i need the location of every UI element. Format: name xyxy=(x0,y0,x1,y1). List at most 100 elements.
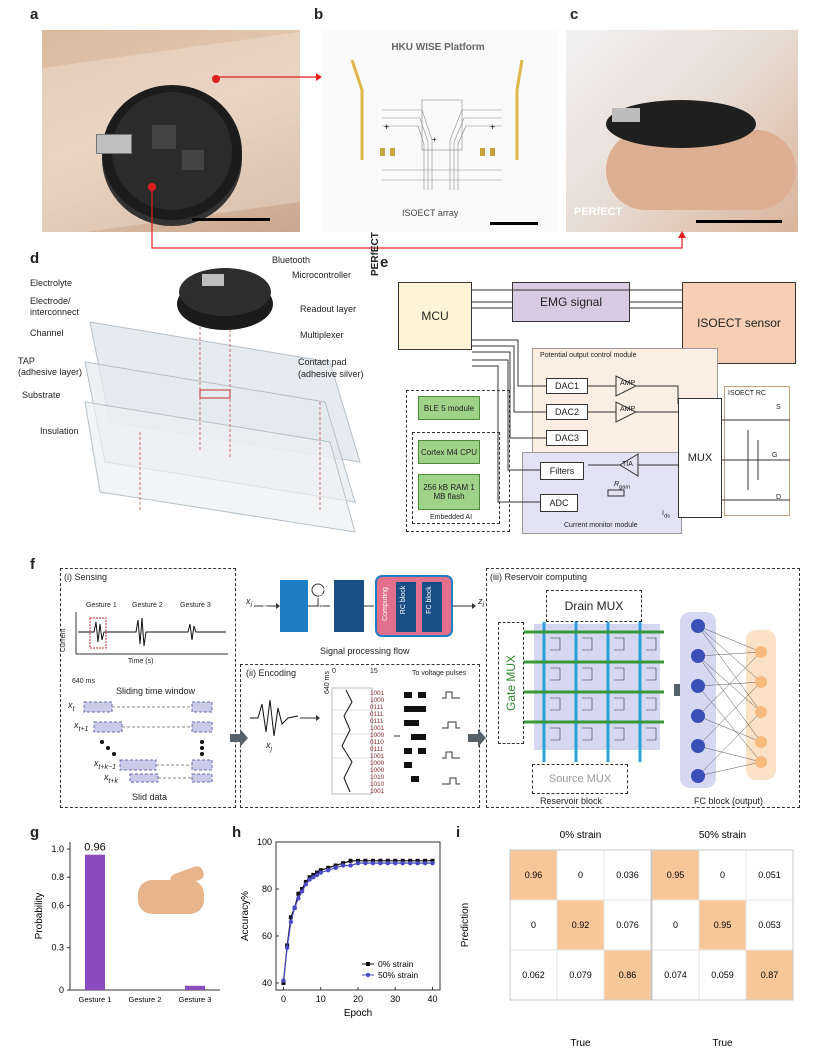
data-point xyxy=(340,863,346,868)
legend-label: 50% strain xyxy=(378,970,418,980)
emg-block: EMG signal xyxy=(512,282,630,322)
photo-wrist-device xyxy=(42,30,300,232)
x-t-label: xt xyxy=(68,700,75,713)
matrix-cell xyxy=(745,949,794,1001)
tia-label: TIA xyxy=(622,461,633,468)
data-point xyxy=(284,945,290,950)
sensing-title: (i) Sensing xyxy=(64,572,108,582)
y-axis-label: Probability xyxy=(34,893,45,940)
to-voltage-label: To voltage pulses xyxy=(412,670,467,677)
flow-block-rc: RC block xyxy=(400,585,407,615)
label-readout-layer: Readout layer xyxy=(300,304,357,314)
block-wiring xyxy=(472,289,790,503)
ms640-label: 640 ms xyxy=(72,678,95,685)
data-point xyxy=(303,879,308,884)
panel-label-c: c xyxy=(570,6,579,23)
gesture-hand-image xyxy=(138,880,204,914)
bar xyxy=(85,854,105,990)
adc-block: ADC xyxy=(540,494,578,512)
label-microcontroller: Microcontroller xyxy=(292,270,352,280)
matrix-cell xyxy=(603,849,652,901)
cell-value: 0.079 xyxy=(569,970,592,980)
bar xyxy=(185,985,205,990)
data-point xyxy=(370,858,375,863)
enc-0-label: 0 xyxy=(332,668,336,675)
chip xyxy=(182,150,204,170)
data-point xyxy=(333,865,338,871)
current-axis-label: Current xyxy=(60,628,67,652)
cell-value: 0 xyxy=(720,870,725,880)
usb-port xyxy=(96,134,132,154)
cell-value: 0.96 xyxy=(525,870,543,880)
flow-title: Signal processing flow xyxy=(320,646,410,656)
data-point xyxy=(281,978,286,983)
data-point xyxy=(400,860,405,866)
data-point xyxy=(415,858,420,863)
y-tick-label: 40 xyxy=(262,978,272,988)
data-point xyxy=(408,858,413,863)
side-label-perfect: PERfECT xyxy=(370,232,381,276)
label-bluetooth: Bluetooth xyxy=(272,255,311,265)
x-tick-label: 20 xyxy=(353,994,363,1004)
platform-label: HKU WISE Platform xyxy=(391,42,485,53)
label-multiplexer: Multiplexer xyxy=(300,330,344,340)
data-point xyxy=(311,872,316,877)
exploded-layer-diagram xyxy=(84,268,361,533)
data-point xyxy=(363,860,368,866)
data-point xyxy=(355,860,361,866)
y-tick-label: 1.0 xyxy=(51,844,64,854)
embedded-ai-region xyxy=(406,390,510,532)
data-point xyxy=(378,858,383,863)
cell-value: 0.074 xyxy=(664,970,687,980)
photo-finger-device: PERfECT xyxy=(566,30,798,232)
matrix-cell xyxy=(556,949,605,1001)
ram-block: 256 kB RAM 1 MB flash xyxy=(418,474,480,510)
dac1-block: DAC1 xyxy=(546,378,588,394)
data-point xyxy=(348,863,353,868)
electrode-traces: ++ + xyxy=(350,59,524,190)
data-point xyxy=(311,875,316,880)
fc-block-label: FC block (output) xyxy=(694,796,764,806)
label-tap: TAP xyxy=(18,356,35,366)
label-channel: Channel xyxy=(30,328,64,338)
x-tick-label: Gesture 2 xyxy=(129,995,162,1004)
terminal-s: S xyxy=(776,404,781,411)
matrix-cell xyxy=(603,899,652,951)
xj-label: xj xyxy=(266,740,273,753)
matrix-cell xyxy=(603,949,652,1001)
matrix-cell xyxy=(509,949,558,1001)
data-point xyxy=(300,886,305,891)
data-point xyxy=(281,980,286,985)
connector-arrows xyxy=(151,73,686,249)
gesture1-label: Gesture 1 xyxy=(86,602,117,609)
data-point xyxy=(288,915,293,920)
x-axis-label: Epoch xyxy=(344,1008,372,1019)
panel-label-f: f xyxy=(30,556,35,573)
matrix-cell xyxy=(698,899,747,951)
y-axis-label: Prediction xyxy=(460,903,471,947)
encoding-title: (ii) Encoding xyxy=(246,668,297,678)
isoect-rc-label: ISOECT RC xyxy=(728,390,766,397)
cortex-block: Cortex M4 CPU xyxy=(418,440,480,464)
svg-text:+: + xyxy=(384,122,389,132)
label-tap-sub: (adhesive layer) xyxy=(18,367,83,377)
scale-bar xyxy=(696,220,782,223)
cell-value: 0.95 xyxy=(667,870,685,880)
flow-block-computing: Computing xyxy=(382,587,389,621)
data-point xyxy=(292,905,297,910)
data-point xyxy=(415,860,420,866)
terminal-g: G xyxy=(772,452,778,459)
panel-label-a: a xyxy=(30,6,39,23)
embedded-ai-label: Embedded AI xyxy=(430,514,473,521)
matrix-cell xyxy=(745,899,794,951)
isoect-array-label: ISOECT array xyxy=(402,208,459,218)
label-electrode: Electrode/ xyxy=(30,296,71,306)
reservoir-block-label: Reservoir block xyxy=(540,796,603,806)
data-point xyxy=(430,858,435,863)
data-point xyxy=(325,867,331,873)
cell-value: 0.92 xyxy=(572,920,590,930)
x-axis-label: True xyxy=(570,1038,591,1049)
